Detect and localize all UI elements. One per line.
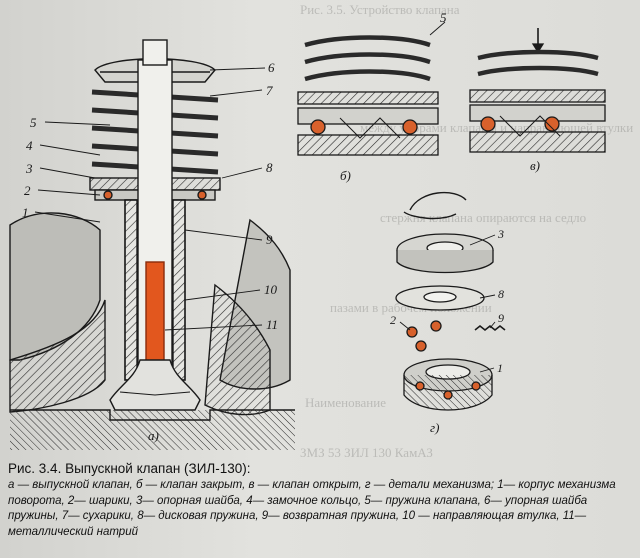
bleed-through-text: ЗМЗ 53 ЗИЛ 130 КамАЗ <box>300 445 433 460</box>
valve-illustration: 6 7 5 4 3 2 1 8 9 10 11 а) <box>9 10 606 450</box>
label-8: 8 <box>266 160 273 175</box>
label-sub-b: б) <box>340 168 351 183</box>
drawing-g-labels: 3 8 9 2 1 г) <box>390 227 504 435</box>
label-g-3: 3 <box>497 227 504 241</box>
drawing-v-labels: в) <box>530 158 540 173</box>
drawing-a-valve-assembly <box>9 39 295 450</box>
label-g-2: 2 <box>390 313 396 327</box>
label-7: 7 <box>266 83 273 98</box>
label-2: 2 <box>24 183 31 198</box>
label-g-8: 8 <box>498 287 504 301</box>
bleed-through-text: стержня клапана опираются на седло <box>380 210 587 225</box>
label-4: 4 <box>26 138 33 153</box>
drawing-b-labels: 5 б) <box>340 10 447 183</box>
label-3: 3 <box>25 161 33 176</box>
drawing-b-valve-closed <box>297 21 446 156</box>
label-sub-g: г) <box>430 420 439 435</box>
drawing-g-parts <box>395 191 506 411</box>
label-10: 10 <box>264 282 278 297</box>
label-sub-v: в) <box>530 158 540 173</box>
label-1: 1 <box>22 205 29 220</box>
bleed-through-text: Наименование <box>305 395 386 410</box>
figure-caption: Рис. 3.4. Выпускной клапан (ЗИЛ-130): а … <box>8 460 634 540</box>
drawing-a-labels: 6 7 5 4 3 2 1 8 9 10 11 а) <box>22 60 278 443</box>
label-5: 5 <box>30 115 37 130</box>
bleed-through-text: Рис. 3.5. Устройство клапана <box>300 2 460 17</box>
label-6: 6 <box>268 60 275 75</box>
label-9: 9 <box>266 232 273 247</box>
label-11: 11 <box>266 317 278 332</box>
label-g-1: 1 <box>497 361 503 375</box>
caption-title: Рис. 3.4. Выпускной клапан (ЗИЛ-130): <box>8 461 251 476</box>
label-g-9: 9 <box>498 311 504 325</box>
label-b-5: 5 <box>440 10 447 25</box>
caption-body: а — выпускной клапан, б — клапан закрыт,… <box>8 479 616 538</box>
drawing-v-valve-open <box>469 28 606 153</box>
label-sub-a: а) <box>148 428 159 443</box>
